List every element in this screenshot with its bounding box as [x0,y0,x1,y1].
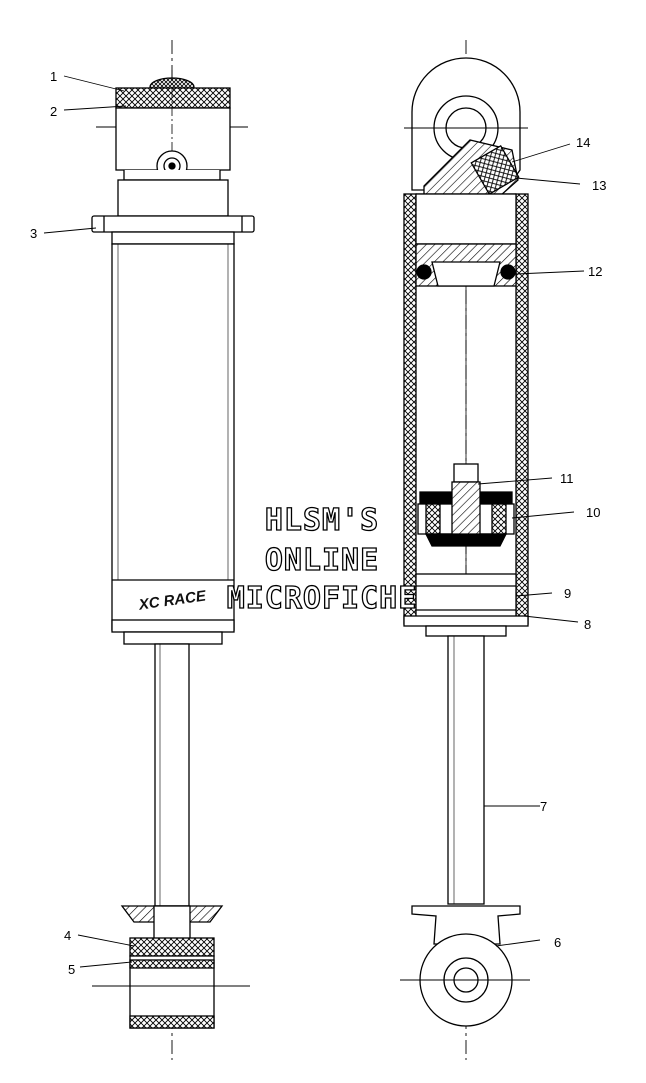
callout-10: 10 [586,505,600,520]
watermark-line-3: MICROFICHE [227,581,418,616]
callout-labels: 1 2 3 4 5 6 7 8 9 10 11 12 13 14 [30,69,606,977]
callout-8: 8 [584,617,591,632]
piston-assembly [417,463,515,574]
watermark-line-2: ONLINE [265,543,379,578]
top-cap [96,70,248,217]
callout-6: 6 [554,935,561,950]
leader-lines [43,75,585,968]
callout-3: 3 [30,226,37,241]
callout-1: 1 [50,69,57,84]
fitting-body [470,145,520,195]
callout-2: 2 [50,104,57,119]
shaft-section [447,635,485,905]
preload-nut [91,215,255,233]
body-tube-section [403,193,529,625]
callout-4: 4 [64,928,71,943]
floating-piston [415,243,517,287]
exterior-view: XC RACE [91,40,255,1060]
cap-neck [117,179,229,217]
callout-14: 14 [576,135,590,150]
watermark-line-1: HLSM'S [265,503,379,538]
section-view [400,40,530,1060]
callout-5: 5 [68,962,75,977]
cap-bushing [115,87,231,109]
top-eye [404,57,528,197]
callout-9: 9 [564,586,571,601]
bottom-eye [400,905,530,1027]
shaft-exterior [154,643,190,907]
seal-head [403,573,529,637]
callout-7: 7 [540,799,547,814]
callout-13: 13 [592,178,606,193]
lower-eye-section [92,905,250,1029]
callout-12: 12 [588,264,602,279]
callout-11: 11 [560,471,574,486]
watermark: HLSM'S ONLINE MICROFICHE [226,502,418,616]
shock-body: XC RACE [111,231,235,645]
